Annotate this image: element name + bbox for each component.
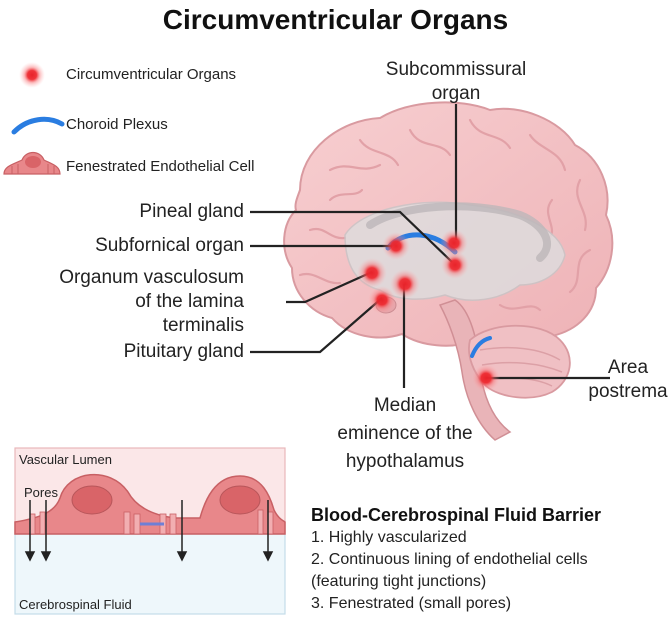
organ-markers	[357, 229, 500, 392]
blue-arc-icon	[11, 116, 65, 135]
bcfb-title: Blood-Cerebrospinal Fluid Barrier	[311, 505, 602, 525]
label-area-postrema: Area postrema	[588, 357, 668, 402]
leader-ovlt	[286, 270, 373, 304]
choroid-plexus-arc-4th	[470, 336, 492, 358]
ovlt-dot	[357, 258, 387, 288]
label-subfornical-organ: Subfornical organ	[95, 235, 244, 256]
area-postrema-dot	[472, 364, 500, 392]
subcommissural-dot	[440, 229, 468, 257]
endothelial-cell-icon	[3, 151, 61, 175]
bcfb-item-1: 1. Highly vascularized	[311, 529, 467, 546]
page-title: Circumventricular Organs	[162, 4, 509, 35]
endothelium-inset	[14, 447, 286, 615]
leader-pineal	[250, 210, 453, 263]
median-eminence-dot	[390, 269, 420, 299]
legend-item-endothelial-cell: Fenestrated Endothelial Cell	[66, 158, 255, 175]
bcfb-item-2: 2. Continuous lining of endothelial cell…	[311, 551, 588, 568]
pineal-dot	[441, 251, 469, 279]
bcfb-item-3: 3. Fenestrated (small pores)	[311, 595, 512, 612]
label-pineal-gland: Pineal gland	[139, 201, 244, 222]
leader-pituitary	[250, 297, 383, 354]
label-ovlt: Organum vasculosum of the lamina termina…	[59, 267, 244, 336]
subfornical-dot	[382, 232, 410, 260]
bcfb-item-2-note: (featuring tight junctions)	[311, 573, 487, 590]
legend-item-cvo: Circumventricular Organs	[66, 66, 237, 83]
label-median-eminence: Median eminence of the hypothalamus	[337, 395, 473, 472]
legend-item-choroid-plexus: Choroid Plexus	[66, 116, 168, 133]
pituitary-dot	[368, 286, 396, 314]
inset-csf-label: Cerebrospinal Fluid	[19, 597, 132, 612]
red-dot-icon	[19, 62, 45, 88]
label-subcommissural-organ: Subcommissural organ	[385, 59, 527, 104]
inset-vascular-lumen-label: Vascular Lumen	[19, 452, 112, 467]
inset-pores-label: Pores	[24, 485, 58, 500]
label-pituitary-gland: Pituitary gland	[123, 341, 244, 362]
